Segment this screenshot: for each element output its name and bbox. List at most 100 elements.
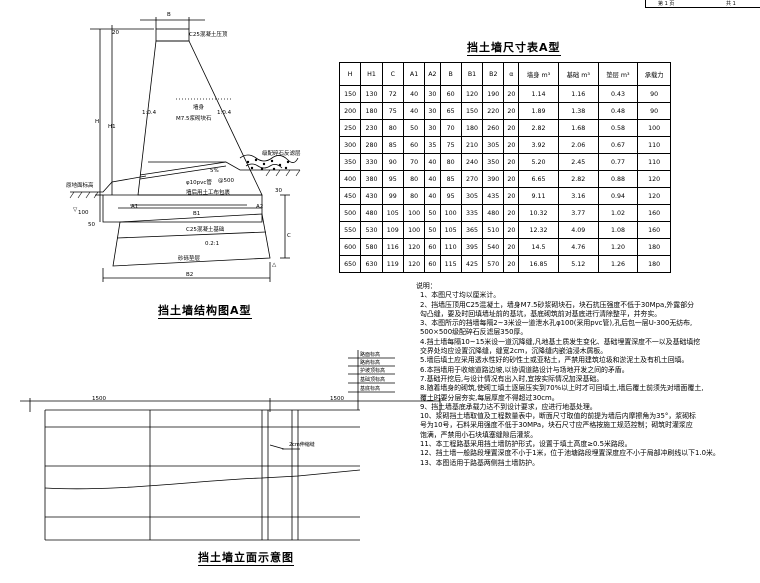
dim-table-cell: 65 xyxy=(439,102,462,120)
dim-table-cell: 20 xyxy=(503,85,520,103)
label-ground-mark: △ xyxy=(272,262,277,268)
note-line: 500×500级配碎石反滤层350厚。 xyxy=(420,328,528,337)
base-pad xyxy=(112,213,271,267)
dim-table-cell: 40 xyxy=(402,85,426,103)
dim-table-cell: 1.02 xyxy=(597,204,639,222)
dim-table-cell: 630 xyxy=(360,255,383,273)
dim-table-cell: 40 xyxy=(424,153,441,171)
dim-table-cell: 1.26 xyxy=(597,255,639,273)
dim-table-cell: 1.14 xyxy=(518,85,559,103)
top-cap xyxy=(155,28,190,42)
dim-table-cell: 119 xyxy=(381,255,404,273)
dim-table-cell: 35 xyxy=(424,136,441,154)
dim-table-header: 承载力 xyxy=(637,62,671,86)
dim-table-cell: 4.09 xyxy=(557,221,599,239)
dim-table-cell: 60 xyxy=(424,255,441,273)
dim-table-cell: 1.08 xyxy=(597,221,639,239)
dim-table-cell: 100 xyxy=(439,204,462,222)
dim-table-cell: 0.94 xyxy=(597,187,639,205)
dim-table-cell: 190 xyxy=(482,85,505,103)
dim-table-cell: 180 xyxy=(637,238,671,256)
dim-table-cell: 400 xyxy=(338,170,362,188)
dim-table-cell: 105 xyxy=(381,204,404,222)
dim-table-header: 基础 m³ xyxy=(557,62,599,86)
dim-table-cell: 2.06 xyxy=(557,136,599,154)
dim-table-cell: 240 xyxy=(460,153,484,171)
label-top-cap: C25混凝土压顶 xyxy=(189,32,228,38)
dim-table-cell: 20 xyxy=(503,102,520,120)
page-total: 共 1 xyxy=(726,1,736,7)
dim-table-cell: 1.20 xyxy=(597,238,639,256)
label-filter-cloth: 墙后用土工布包裹 xyxy=(186,190,231,196)
dim-table-cell: 280 xyxy=(360,136,383,154)
dim-table-cell: 540 xyxy=(482,238,505,256)
elevation-level-4: 基础顶标高 xyxy=(360,377,386,383)
dim-table-cell: 250 xyxy=(338,119,362,137)
section-drawing-title: 挡土墙结构图A型 xyxy=(158,304,252,319)
dim-table-cell: 180 xyxy=(460,119,484,137)
dim-table-header: A1 xyxy=(402,62,426,86)
dim-table-cell: 4.76 xyxy=(557,238,599,256)
label-100: 100 xyxy=(78,210,89,216)
dim-table-cell: 510 xyxy=(482,221,505,239)
dim-table-header: C xyxy=(381,62,404,86)
dim-table-header: 垫层 m³ xyxy=(597,62,639,86)
label-body-1: 墙身 xyxy=(193,105,205,111)
dim-table-cell: 80 xyxy=(402,187,426,205)
dim-table-cell: 2.82 xyxy=(518,119,559,137)
dim-table-cell: 435 xyxy=(482,187,505,205)
dim-table-cell: 110 xyxy=(637,136,671,154)
dim-table-cell: 80 xyxy=(381,119,404,137)
notes-heading: 说明： xyxy=(416,282,437,290)
note-line: 10、浆砌挡土墙取值及工程数量表中，断面尺寸取值的前提为墙后内摩擦角为35°，浆… xyxy=(420,412,696,421)
dim-table-cell: 570 xyxy=(482,255,505,273)
label-c: C xyxy=(287,233,291,239)
elevation-dim-right: 1500 xyxy=(330,396,344,402)
dim-table-cell: 100 xyxy=(637,119,671,137)
dim-table-cell: 75 xyxy=(381,102,404,120)
dim-table-cell: 105 xyxy=(439,221,462,239)
dim-table-cell: 40 xyxy=(402,102,426,120)
dim-table-cell: 0.77 xyxy=(597,153,639,171)
dim-table-cell: 3.92 xyxy=(518,136,559,154)
notes: 说明： 1、本图尺寸均以厘米计。2、挡墙压顶用C25混凝土，墙身M7.5砂浆砌块… xyxy=(416,282,720,468)
dim-table-cell: 90 xyxy=(381,153,404,171)
dim-table-cell: 50 xyxy=(402,119,426,137)
dim-table-cell: 120 xyxy=(637,170,671,188)
elevation-level-3: 护坡顶标高 xyxy=(360,368,386,374)
note-line: 号为10号，石料采用强度不低于30MPa，块石尺寸应严格按施工规范控制；砌筑时灌… xyxy=(420,421,693,430)
dim-table-cell: 2.82 xyxy=(557,170,599,188)
gravel-fill xyxy=(246,158,290,171)
dim-table-cell: 100 xyxy=(402,204,426,222)
dim-table-cell: 650 xyxy=(338,255,362,273)
dim-table-cell: 0.48 xyxy=(597,102,639,120)
ground-hatch xyxy=(69,169,301,199)
dim-table-cell: 0.67 xyxy=(597,136,639,154)
label-dim-b: B xyxy=(167,12,171,18)
dim-table-cell: 160 xyxy=(637,221,671,239)
label-h: H xyxy=(95,119,100,125)
dim-table-header: A2 xyxy=(424,62,441,86)
dim-table-cell: 150 xyxy=(460,102,484,120)
note-line: 7.基础开挖后,与设计情况有出入时,宜按实际情况加深基础。 xyxy=(420,374,604,383)
dim-table-cell: 480 xyxy=(482,204,505,222)
dim-table-cell: 40 xyxy=(424,187,441,205)
dim-table-cell: 72 xyxy=(381,85,404,103)
dim-table-cell: 60 xyxy=(424,238,441,256)
dim-table-cell: 260 xyxy=(482,119,505,137)
dim-table-cell: 270 xyxy=(460,170,484,188)
dim-table-cell: 109 xyxy=(381,221,404,239)
note-line: 9、挡土墙基底承载力达不到设计要求，应进行地基处理。 xyxy=(420,402,597,411)
dim-table-cell: 600 xyxy=(338,238,362,256)
dim-table-cell: 1.16 xyxy=(557,85,599,103)
elevation-level-1: 路面标高 xyxy=(360,352,381,358)
dim-table-cell: 350 xyxy=(338,153,362,171)
dim-table-cell: 0.43 xyxy=(597,85,639,103)
dim-table-header: H xyxy=(338,62,362,86)
dim-table-cell: 230 xyxy=(360,119,383,137)
dim-table-cell: 110 xyxy=(439,238,462,256)
